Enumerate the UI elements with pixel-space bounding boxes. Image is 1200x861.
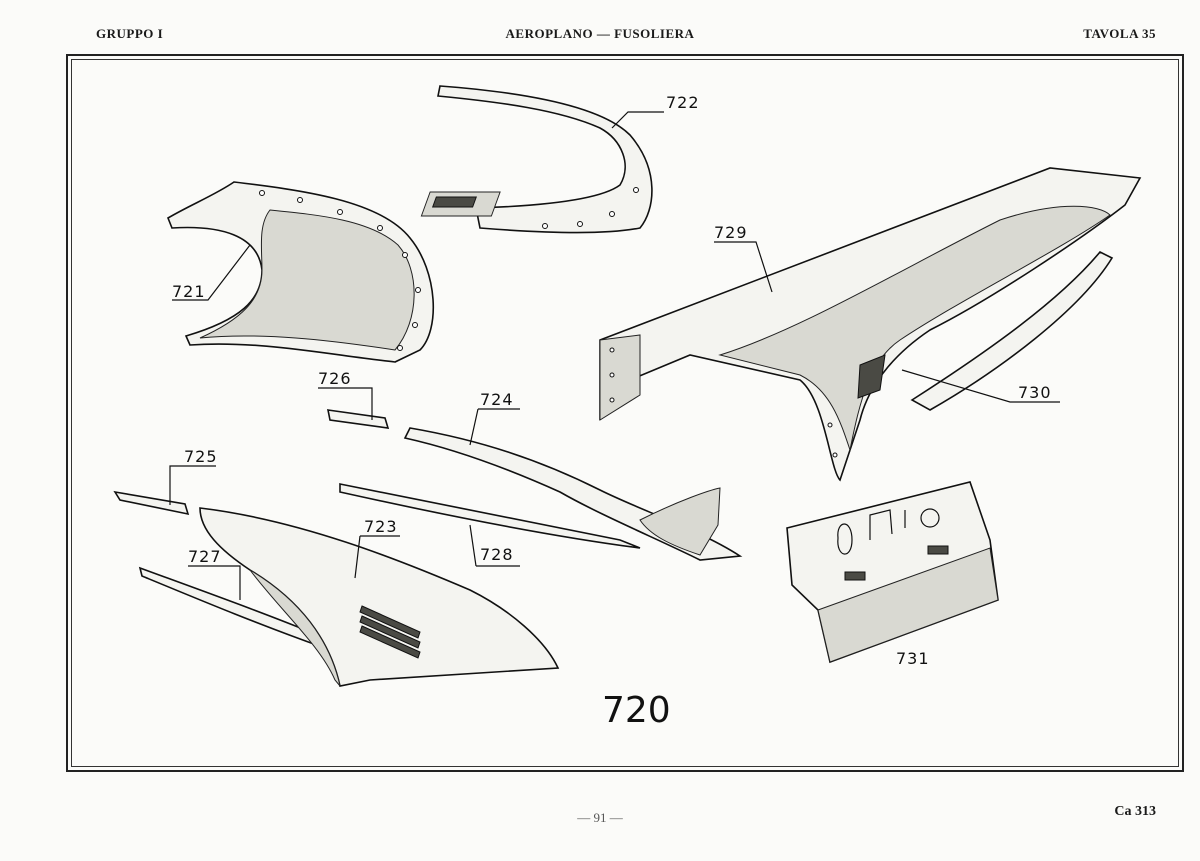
- page-number: — 91 —: [577, 810, 623, 825]
- part-722: [420, 85, 653, 234]
- callout-727: 727: [188, 547, 222, 566]
- part-729-730: [599, 167, 1142, 482]
- leader-lines: [169, 111, 1060, 600]
- callout-721: 721: [172, 282, 206, 301]
- header-title: AEROPLANO — FUSOLIERA: [505, 26, 695, 41]
- callout-725: 725: [184, 447, 218, 466]
- callout-726: 726: [318, 369, 352, 388]
- header-plate: TAVOLA 35: [1083, 26, 1156, 41]
- document-code: Ca 313: [1114, 804, 1156, 819]
- callout-729: 729: [714, 223, 748, 242]
- part-725: [113, 490, 190, 516]
- callout-731: 731: [896, 649, 930, 668]
- drawing-frame: [66, 54, 1184, 772]
- part-731: [786, 481, 999, 664]
- header-group: GRUPPO I: [96, 26, 164, 41]
- callout-730: 730: [1018, 383, 1052, 402]
- part-726: [326, 409, 390, 429]
- callout-722: 722: [666, 93, 700, 112]
- main-figure-number: 720: [602, 690, 671, 731]
- part-723: [199, 507, 560, 687]
- part-724: [403, 427, 743, 561]
- callout-723: 723: [364, 517, 398, 536]
- part-728: [339, 483, 641, 549]
- part-721: [167, 181, 435, 363]
- callout-724: 724: [480, 390, 514, 409]
- callout-728: 728: [480, 545, 514, 564]
